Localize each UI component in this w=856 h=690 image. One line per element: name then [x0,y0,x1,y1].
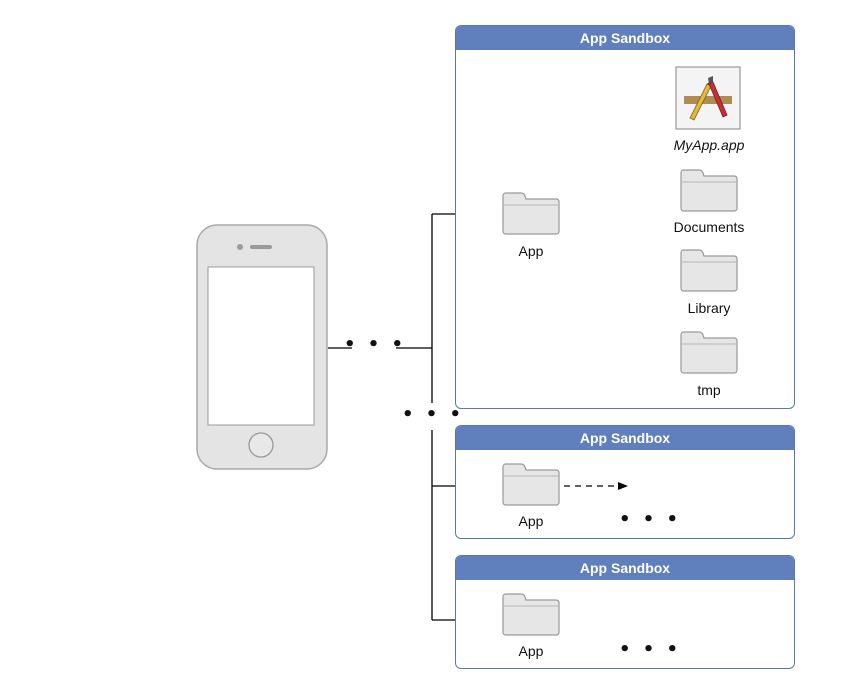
more-ellipsis: • • • [618,639,682,660]
app-folder-label: App [518,243,544,259]
tmp-label: tmp [697,382,721,398]
between-sandboxes-ellipsis: • • • [401,404,465,425]
more-ellipsis: • • • [618,509,682,530]
device-connector-ellipsis: • • • [343,334,407,355]
documents-folder-icon [680,169,738,212]
library-folder-icon [680,249,738,292]
tmp-folder-icon [680,331,738,374]
app-folder-icon [502,593,560,636]
app-bundle-icon [675,66,741,130]
sandbox-title: App Sandbox [456,556,794,580]
sandbox-title: App Sandbox [456,26,794,50]
myapp-label: MyApp.app [673,137,745,153]
app-folder-label: App [518,643,544,659]
documents-label: Documents [673,219,745,235]
app-folder-icon [502,192,560,235]
app-folder-label: App [518,513,544,529]
app-folder-icon [502,463,560,506]
library-label: Library [687,300,731,316]
sandbox-title: App Sandbox [456,426,794,450]
